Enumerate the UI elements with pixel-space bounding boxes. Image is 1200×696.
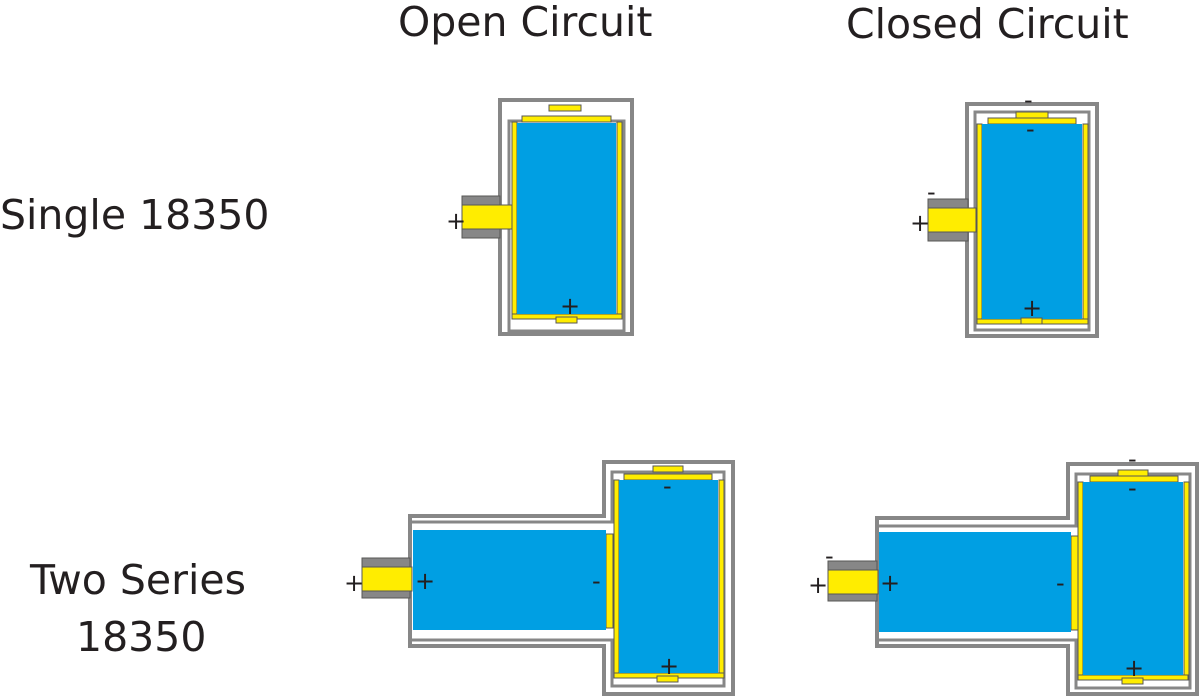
bottom-contact (656, 675, 679, 683)
minus-sign-top: - (1024, 86, 1033, 114)
plus-sign-cell: + (560, 292, 580, 320)
sleeve-right (718, 479, 725, 679)
series-closed-assembly: - - - + + - + (808, 445, 1199, 696)
sleeve-left (976, 123, 983, 325)
tube-outer-wall (498, 98, 634, 336)
plus-sign-horizontal-cell: + (415, 567, 435, 595)
header-open-circuit: Open Circuit (398, 0, 653, 46)
sleeve-left (613, 479, 620, 679)
top-cap-contact (548, 104, 582, 112)
row-label-series-line2: 18350 (76, 613, 207, 661)
battery-cell-horizontal (879, 532, 1071, 632)
plus-sign-vertical-cell: + (1124, 654, 1144, 682)
tube-outer-wall (965, 102, 1099, 338)
top-plate (521, 115, 612, 123)
sleeve-left (511, 121, 518, 320)
minus-sign-horizontal-cell: - (1056, 569, 1065, 597)
minus-sign-button: - (927, 178, 936, 206)
series-contact-bar (1070, 535, 1079, 631)
plus-sign-button: + (446, 207, 466, 235)
battery-cell-vertical (619, 480, 718, 673)
battery-cell (982, 124, 1082, 319)
plus-sign-horizontal-cell: + (880, 569, 900, 597)
sleeve-right (1183, 481, 1190, 681)
button-contact (927, 207, 977, 233)
tube-outer-wall (875, 462, 1199, 696)
row-label-single: Single 18350 (0, 191, 270, 239)
minus-sign-horizontal-cell: - (592, 567, 601, 595)
single-closed-assembly: - - - + + (910, 86, 1099, 338)
single-open-assembly: + + (446, 98, 634, 336)
minus-sign-vertical-cell: - (663, 472, 672, 500)
series-open-assembly: + + - - + (344, 460, 735, 696)
battery-cell-vertical (1083, 482, 1183, 675)
minus-sign-button: - (825, 542, 834, 570)
minus-sign-vertical-cell: - (1128, 474, 1137, 502)
top-cap-contact (652, 465, 684, 473)
battery-cell (517, 123, 616, 314)
tube-outer-wall (408, 460, 735, 696)
sleeve-right (616, 121, 623, 320)
plus-sign-button: + (910, 209, 930, 237)
bottom-contact (1121, 677, 1144, 685)
button-contact (827, 569, 879, 595)
minus-sign-cell-top: - (1026, 115, 1035, 143)
sleeve-left (1077, 481, 1084, 681)
minus-sign-top: - (1128, 445, 1137, 473)
row-label-series-line1: Two Series (30, 556, 246, 604)
tube-inner-wall (877, 472, 1192, 690)
plus-sign-button: + (808, 571, 828, 599)
plus-sign-button: + (344, 569, 364, 597)
sleeve-right (1082, 123, 1089, 325)
bottom-contact (555, 316, 578, 324)
battery-cell-horizontal (413, 530, 606, 630)
plus-sign-cell: + (1022, 294, 1042, 322)
bottom-contact (1020, 317, 1043, 325)
plus-sign-vertical-cell: + (659, 652, 679, 680)
series-contact-bar (605, 533, 614, 629)
button-contact (461, 204, 513, 230)
button-contact (361, 566, 413, 592)
header-closed-circuit: Closed Circuit (846, 0, 1129, 48)
